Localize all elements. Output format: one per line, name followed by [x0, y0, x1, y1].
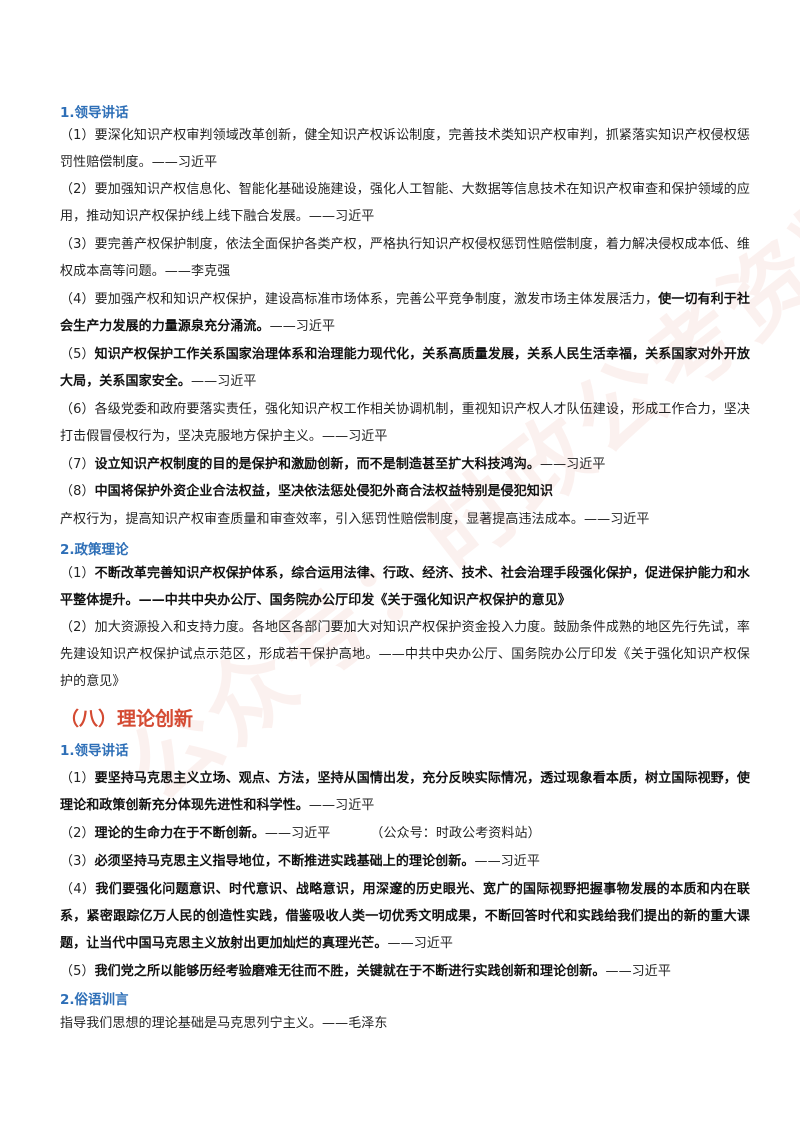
subheading-policy-theory: 2.政策理论 — [60, 542, 129, 558]
list-item: （1）要坚持马克思主义立场、观点、方法，坚持从国情出发，充分反映实际情况，透过现… — [60, 771, 750, 813]
list-item: （2）要加强知识产权信息化、智能化基础设施建设，强化人工智能、大数据等信息技术在… — [60, 182, 750, 224]
section-title-theory-innovation: （八）理论创新 — [60, 708, 194, 730]
list-item: （4）要加强产权和知识产权保护，建设高标准市场体系，完善公平竞争制度，激发市场主… — [60, 292, 750, 334]
saying-text: 指导我们思想的理论基础是马克思列宁主义。——毛泽东 — [60, 1016, 388, 1031]
list-item: （8）中国将保护外资企业合法权益，坚决依法惩处侵犯外商合法权益特别是侵犯知识 — [60, 484, 554, 499]
list-item: （5）我们党之所以能够历经考验磨难无往而不胜，关键就在于不断进行实践创新和理论创… — [60, 964, 671, 979]
subheading-leader-speeches: 1.领导讲话 — [60, 105, 129, 121]
list-item: （2）加大资源投入和支持力度。各地区各部门要加大对知识产权保护资金投入力度。鼓励… — [60, 620, 750, 689]
list-item: （5）知识产权保护工作关系国家治理体系和治理能力现代化，关系高质量发展，关系人民… — [60, 347, 750, 389]
list-item: （1）要深化知识产权审判领域改革创新，健全知识产权诉讼制度，完善技术类知识产权审… — [60, 128, 750, 170]
subheading-leader-speeches: 1.领导讲话 — [60, 743, 129, 759]
list-item: （4）我们要强化问题意识、时代意识、战略意识，用深邃的历史眼光、宽广的国际视野把… — [60, 882, 750, 951]
list-item: （3）要完善产权保护制度，依法全面保护各类产权，严格执行知识产权侵权惩罚性赔偿制… — [60, 237, 750, 279]
list-item: （3）必须坚持马克思主义指导地位，不断推进实践基础上的理论创新。——习近平 — [60, 854, 540, 869]
subheading-sayings: 2.俗语训言 — [60, 992, 129, 1008]
list-item: （2）理论的生命力在于不断创新。——习近平（公众号：时政公考资料站） — [60, 826, 541, 841]
list-item: （7）设立知识产权制度的目的是保护和激励创新，而不是制造甚至扩大科技鸿沟。——习… — [60, 457, 606, 472]
list-item-continuation: 产权行为，提高知识产权审查质量和审查效率，引入惩罚性赔偿制度，显著提高违法成本。… — [60, 512, 650, 527]
list-item: （1）不断改革完善知识产权保护体系，综合运用法律、行政、经济、技术、社会治理手段… — [60, 566, 750, 608]
list-item: （6）各级党委和政府要落实责任，强化知识产权工作相关协调机制，重视知识产权人才队… — [60, 402, 750, 444]
account-note: （公众号：时政公考资料站） — [370, 826, 541, 841]
